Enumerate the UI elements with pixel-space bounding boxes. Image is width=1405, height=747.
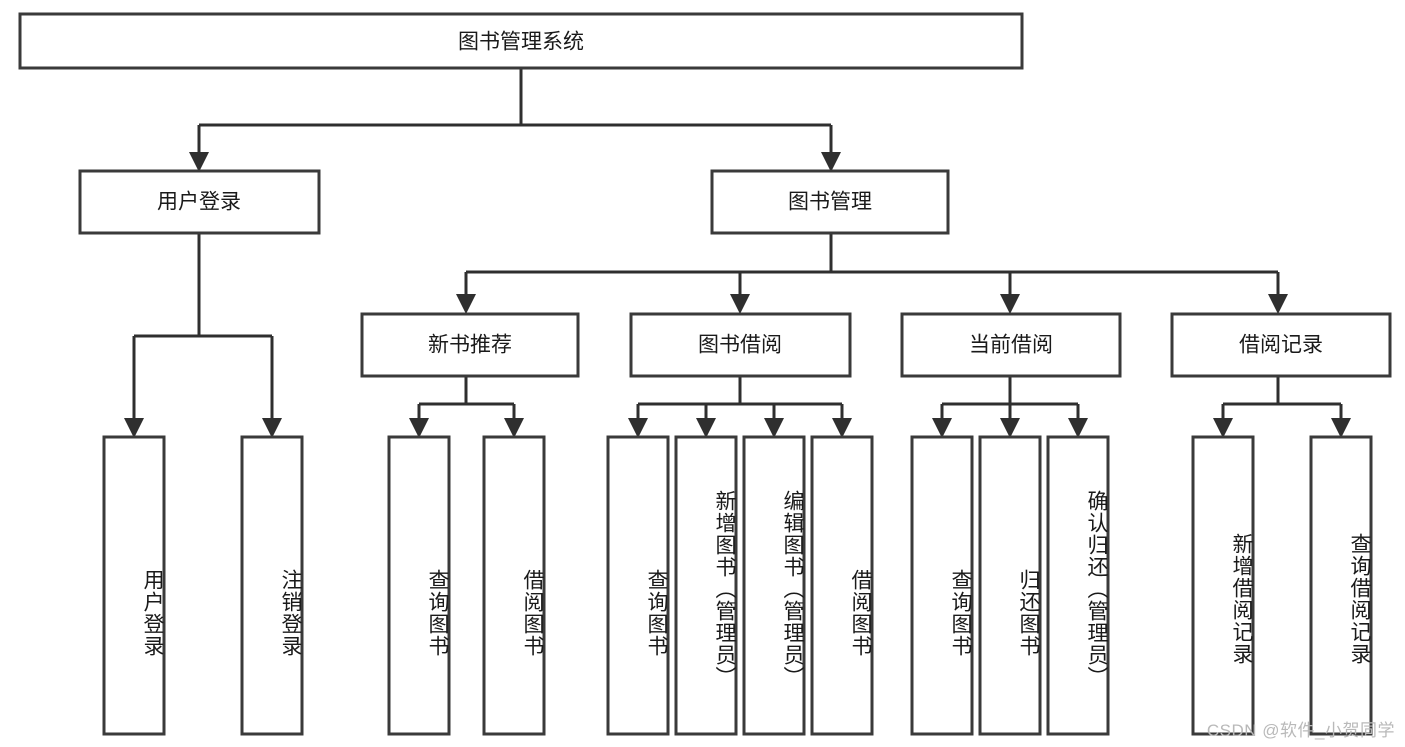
node-borrow-record-box[interactable] [1170, 312, 1392, 378]
leaf-box-book-borrow-1[interactable] [606, 435, 670, 736]
arrowhead-current-borrow-leaf3 [1068, 418, 1088, 438]
leaf-box-book-borrow-2[interactable] [674, 435, 738, 736]
node-book-management-label: 图书管理 [788, 191, 872, 214]
arrowhead-borrow-record-leaf2 [1331, 418, 1351, 438]
node-borrow-record-label: 借阅记录 [1239, 334, 1323, 357]
arrowhead-borrow-record [1268, 294, 1288, 314]
arrowhead-current-borrow [1000, 294, 1020, 314]
node-current-borrow-box[interactable] [900, 312, 1122, 378]
node-root-box[interactable] [18, 12, 1024, 70]
leaf-box-current-borrow-1[interactable] [910, 435, 974, 736]
node-new-book-recommend-label: 新书推荐 [428, 334, 512, 357]
arrowhead-user-login-leaf2 [262, 418, 282, 438]
arrowhead-new-book-leaf2 [504, 418, 524, 438]
arrowhead-user-login-leaf1 [124, 418, 144, 438]
arrowhead-book-borrow-leaf3 [764, 418, 784, 438]
node-new-book-recommend-box[interactable] [360, 312, 580, 378]
leaf-box-current-borrow-2[interactable] [978, 435, 1042, 736]
arrowhead-borrow-record-leaf1 [1213, 418, 1233, 438]
arrowhead-book-borrow [730, 294, 750, 314]
arrowhead-user-login [189, 152, 209, 172]
node-root-label: 图书管理系统 [458, 31, 584, 54]
leaf-box-new-book-2[interactable] [482, 435, 546, 736]
arrowhead-new-book [456, 294, 476, 314]
leaf-box-borrow-record-2[interactable] [1309, 435, 1373, 736]
node-current-borrow-label: 当前借阅 [969, 334, 1053, 357]
leaf-box-current-borrow-3[interactable] [1046, 435, 1110, 736]
node-book-borrow-box[interactable] [629, 312, 852, 378]
arrowhead-current-borrow-leaf2 [1000, 418, 1020, 438]
leaf-box-user-login-2[interactable] [240, 435, 304, 736]
leaf-box-book-borrow-4[interactable] [810, 435, 874, 736]
arrowhead-new-book-leaf1 [409, 418, 429, 438]
leaf-box-user-login-1[interactable] [102, 435, 166, 736]
arrowhead-book-borrow-leaf2 [696, 418, 716, 438]
node-user-login-label: 用户登录 [157, 191, 241, 214]
arrowhead-book-mgmt [821, 152, 841, 172]
leaf-box-new-book-1[interactable] [387, 435, 451, 736]
leaf-box-borrow-record-1[interactable] [1191, 435, 1255, 736]
arrowhead-current-borrow-leaf1 [932, 418, 952, 438]
leaf-box-book-borrow-3[interactable] [742, 435, 806, 736]
arrowhead-book-borrow-leaf1 [628, 418, 648, 438]
arrowhead-book-borrow-leaf4 [832, 418, 852, 438]
node-book-borrow-label: 图书借阅 [698, 334, 782, 357]
node-user-login-box[interactable] [78, 169, 321, 235]
csdn-watermark: CSDN @软件_小贺同学 [1206, 721, 1395, 740]
node-book-management-box[interactable] [710, 169, 950, 235]
